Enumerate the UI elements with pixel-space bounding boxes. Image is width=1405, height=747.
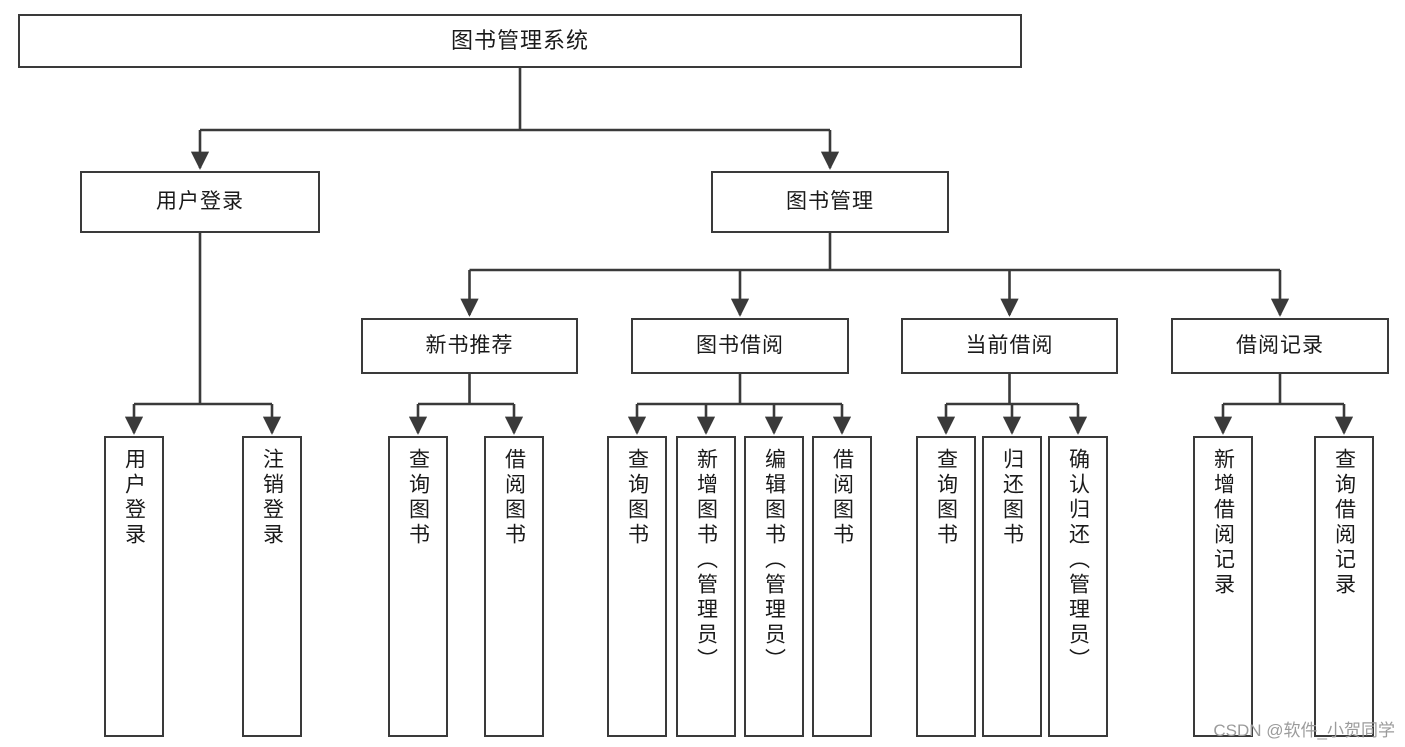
node-label: 注销登录	[260, 448, 284, 548]
node-label: 借阅图书	[502, 448, 526, 548]
node-newbook[interactable]: 新书推荐	[361, 318, 578, 374]
node-label: 新增借阅记录	[1211, 448, 1235, 598]
node-leaf-cur-3[interactable]: 确认归还（管理员）	[1048, 436, 1108, 737]
node-label: 借阅图书	[830, 448, 854, 548]
node-leaf-cur-1[interactable]: 查询图书	[916, 436, 976, 737]
node-label: 归还图书	[1000, 448, 1024, 548]
node-label: 图书借阅	[696, 334, 784, 358]
node-label: 图书管理系统	[450, 27, 589, 53]
node-leaf-borrow-4[interactable]: 借阅图书	[812, 436, 872, 737]
node-leaf-rec-2[interactable]: 查询借阅记录	[1314, 436, 1374, 737]
node-label: 新书推荐	[425, 334, 514, 358]
node-borrow[interactable]: 图书借阅	[631, 318, 849, 374]
node-label: 当前借阅	[965, 334, 1054, 358]
node-root[interactable]: 图书管理系统	[18, 14, 1022, 68]
node-label: 查询图书	[406, 448, 430, 548]
node-records[interactable]: 借阅记录	[1171, 318, 1389, 374]
node-leaf-cur-2[interactable]: 归还图书	[982, 436, 1042, 737]
node-label: 查询图书	[934, 448, 958, 548]
node-login[interactable]: 用户登录	[80, 171, 320, 233]
node-leaf-login-1[interactable]: 用户登录	[104, 436, 164, 737]
node-label: 确认归还（管理员）	[1066, 448, 1090, 673]
node-label: 查询借阅记录	[1332, 448, 1356, 598]
node-leaf-borrow-3[interactable]: 编辑图书（管理员）	[744, 436, 804, 737]
node-label: 新增图书（管理员）	[694, 448, 718, 673]
node-label: 用户登录	[122, 448, 146, 548]
node-label: 编辑图书（管理员）	[762, 448, 786, 673]
node-leaf-new-1[interactable]: 查询图书	[388, 436, 448, 737]
node-leaf-borrow-2[interactable]: 新增图书（管理员）	[676, 436, 736, 737]
node-bookmgmt[interactable]: 图书管理	[711, 171, 949, 233]
node-label: 图书管理	[786, 190, 874, 214]
node-leaf-borrow-1[interactable]: 查询图书	[607, 436, 667, 737]
node-current[interactable]: 当前借阅	[901, 318, 1118, 374]
node-leaf-rec-1[interactable]: 新增借阅记录	[1193, 436, 1253, 737]
node-leaf-login-2[interactable]: 注销登录	[242, 436, 302, 737]
node-label: 借阅记录	[1236, 334, 1324, 358]
node-label: 查询图书	[625, 448, 649, 548]
node-leaf-new-2[interactable]: 借阅图书	[484, 436, 544, 737]
node-label: 用户登录	[156, 190, 244, 214]
